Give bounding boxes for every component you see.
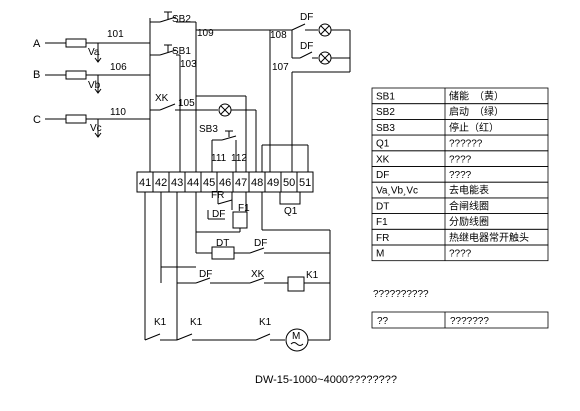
phase-b-fuse [65, 70, 87, 80]
sensor-va-label: Va [88, 47, 100, 58]
legend-code: M [376, 249, 384, 260]
df-top-label: DF [300, 12, 313, 23]
df-dt-label: DF [254, 238, 267, 249]
xk-k1-label: XK [251, 269, 265, 280]
q1-label: Q1 [284, 206, 298, 217]
wire-111-label: 111 [211, 153, 227, 164]
sensor-vc-label: Vc [90, 123, 102, 134]
legend-desc: 去电能表 [449, 184, 489, 197]
wire-105-label: 105 [178, 98, 195, 109]
legend-code: XK [376, 154, 390, 165]
phase-a-label: A [33, 38, 41, 50]
terminal-number: 45 [203, 177, 215, 189]
legend-desc: 启动 （绿） [449, 105, 504, 118]
legend-code: F1 [376, 217, 388, 228]
legend-code: SB3 [376, 123, 395, 134]
wire-107-label: 107 [272, 62, 289, 73]
k1-contact-1-label: K1 [154, 317, 167, 328]
legend-code: DF [376, 170, 389, 181]
legend-row [371, 244, 549, 262]
q1-contact [279, 191, 301, 205]
legend-code: Va¸Vb¸Vc [376, 186, 418, 197]
xk-label: XK [155, 93, 169, 104]
legend-code: SB2 [376, 107, 395, 118]
sb1-label: SB1 [172, 46, 191, 57]
legend-desc: ???? [449, 170, 472, 181]
diagram-caption: DW-15-1000~4000???????? [255, 374, 397, 386]
legend-desc: 停止（红） [449, 121, 499, 134]
phase-b-label: B [33, 69, 40, 81]
legend-code: Q1 [376, 139, 390, 150]
terminal-block: 41 42 43 44 45 46 47 48 49 50 51 [136, 171, 314, 193]
legend-code: DT [376, 201, 389, 212]
legend-desc: ???? [449, 249, 472, 260]
legend-desc: ?????? [449, 139, 483, 150]
wire-106-label: 106 [110, 62, 127, 73]
k1-contact-2-label: K1 [190, 317, 203, 328]
k1-contact-3-label: K1 [259, 317, 272, 328]
k1-coil-label: K1 [306, 270, 319, 281]
wire-101-label: 101 [107, 29, 124, 40]
terminal-number: 47 [235, 177, 247, 189]
legend-code: SB1 [376, 92, 395, 103]
terminal-number: 50 [283, 177, 295, 189]
wire-103-label: 103 [180, 59, 197, 70]
df-lower-label: DF [300, 41, 313, 52]
k1-coil [287, 276, 305, 292]
df-small-label: DF [212, 209, 225, 220]
dt-coil [211, 246, 235, 260]
terminal-number: 49 [267, 177, 279, 189]
df-k1-label: DF [199, 269, 212, 280]
legend-code: FR [376, 233, 389, 244]
terminal-number: 46 [219, 177, 231, 189]
legend-desc: ???? [449, 154, 472, 165]
sb2-label: SB2 [172, 14, 191, 25]
wire-109-label: 109 [197, 28, 214, 39]
extra-row-code: ?? [377, 316, 389, 327]
f1-label: F1 [238, 203, 250, 214]
legend-desc: 储能 （黄） [449, 90, 504, 103]
terminal-number: 48 [251, 177, 263, 189]
fr-label: FR [211, 190, 224, 201]
dt-label: DT [216, 238, 229, 249]
motor-label: M [292, 331, 300, 342]
f1-coil [232, 211, 248, 229]
legend-desc: 合闸线圈 [449, 199, 489, 212]
terminal-cell [296, 171, 314, 193]
wire-108-label: 108 [270, 30, 287, 41]
sb3-label: SB3 [199, 124, 218, 135]
wire-112-label: 112 [231, 153, 247, 164]
wire-110-label: 110 [110, 107, 126, 118]
legend-desc: 分励线圈 [449, 215, 489, 228]
phase-c-label: C [33, 114, 41, 126]
legend-desc: 热继电器常开触头 [449, 231, 529, 244]
sensor-vb-label: Vb [88, 80, 101, 91]
terminal-number: 44 [187, 177, 199, 189]
phase-a-fuse [65, 38, 87, 48]
terminal-number: 51 [299, 177, 311, 189]
table-note: ?????????? [373, 289, 429, 300]
terminal-number: 42 [155, 177, 167, 189]
terminal-number: 43 [171, 177, 183, 189]
extra-row [371, 311, 549, 329]
extra-row-desc: ??????? [450, 316, 489, 327]
phase-c-fuse [65, 114, 87, 124]
legend-table: SB1 储能 （黄） SB2 启动 （绿） SB3 停止（红） Q1?????? XK????… [371, 87, 549, 262]
terminal-number: 41 [139, 177, 151, 189]
